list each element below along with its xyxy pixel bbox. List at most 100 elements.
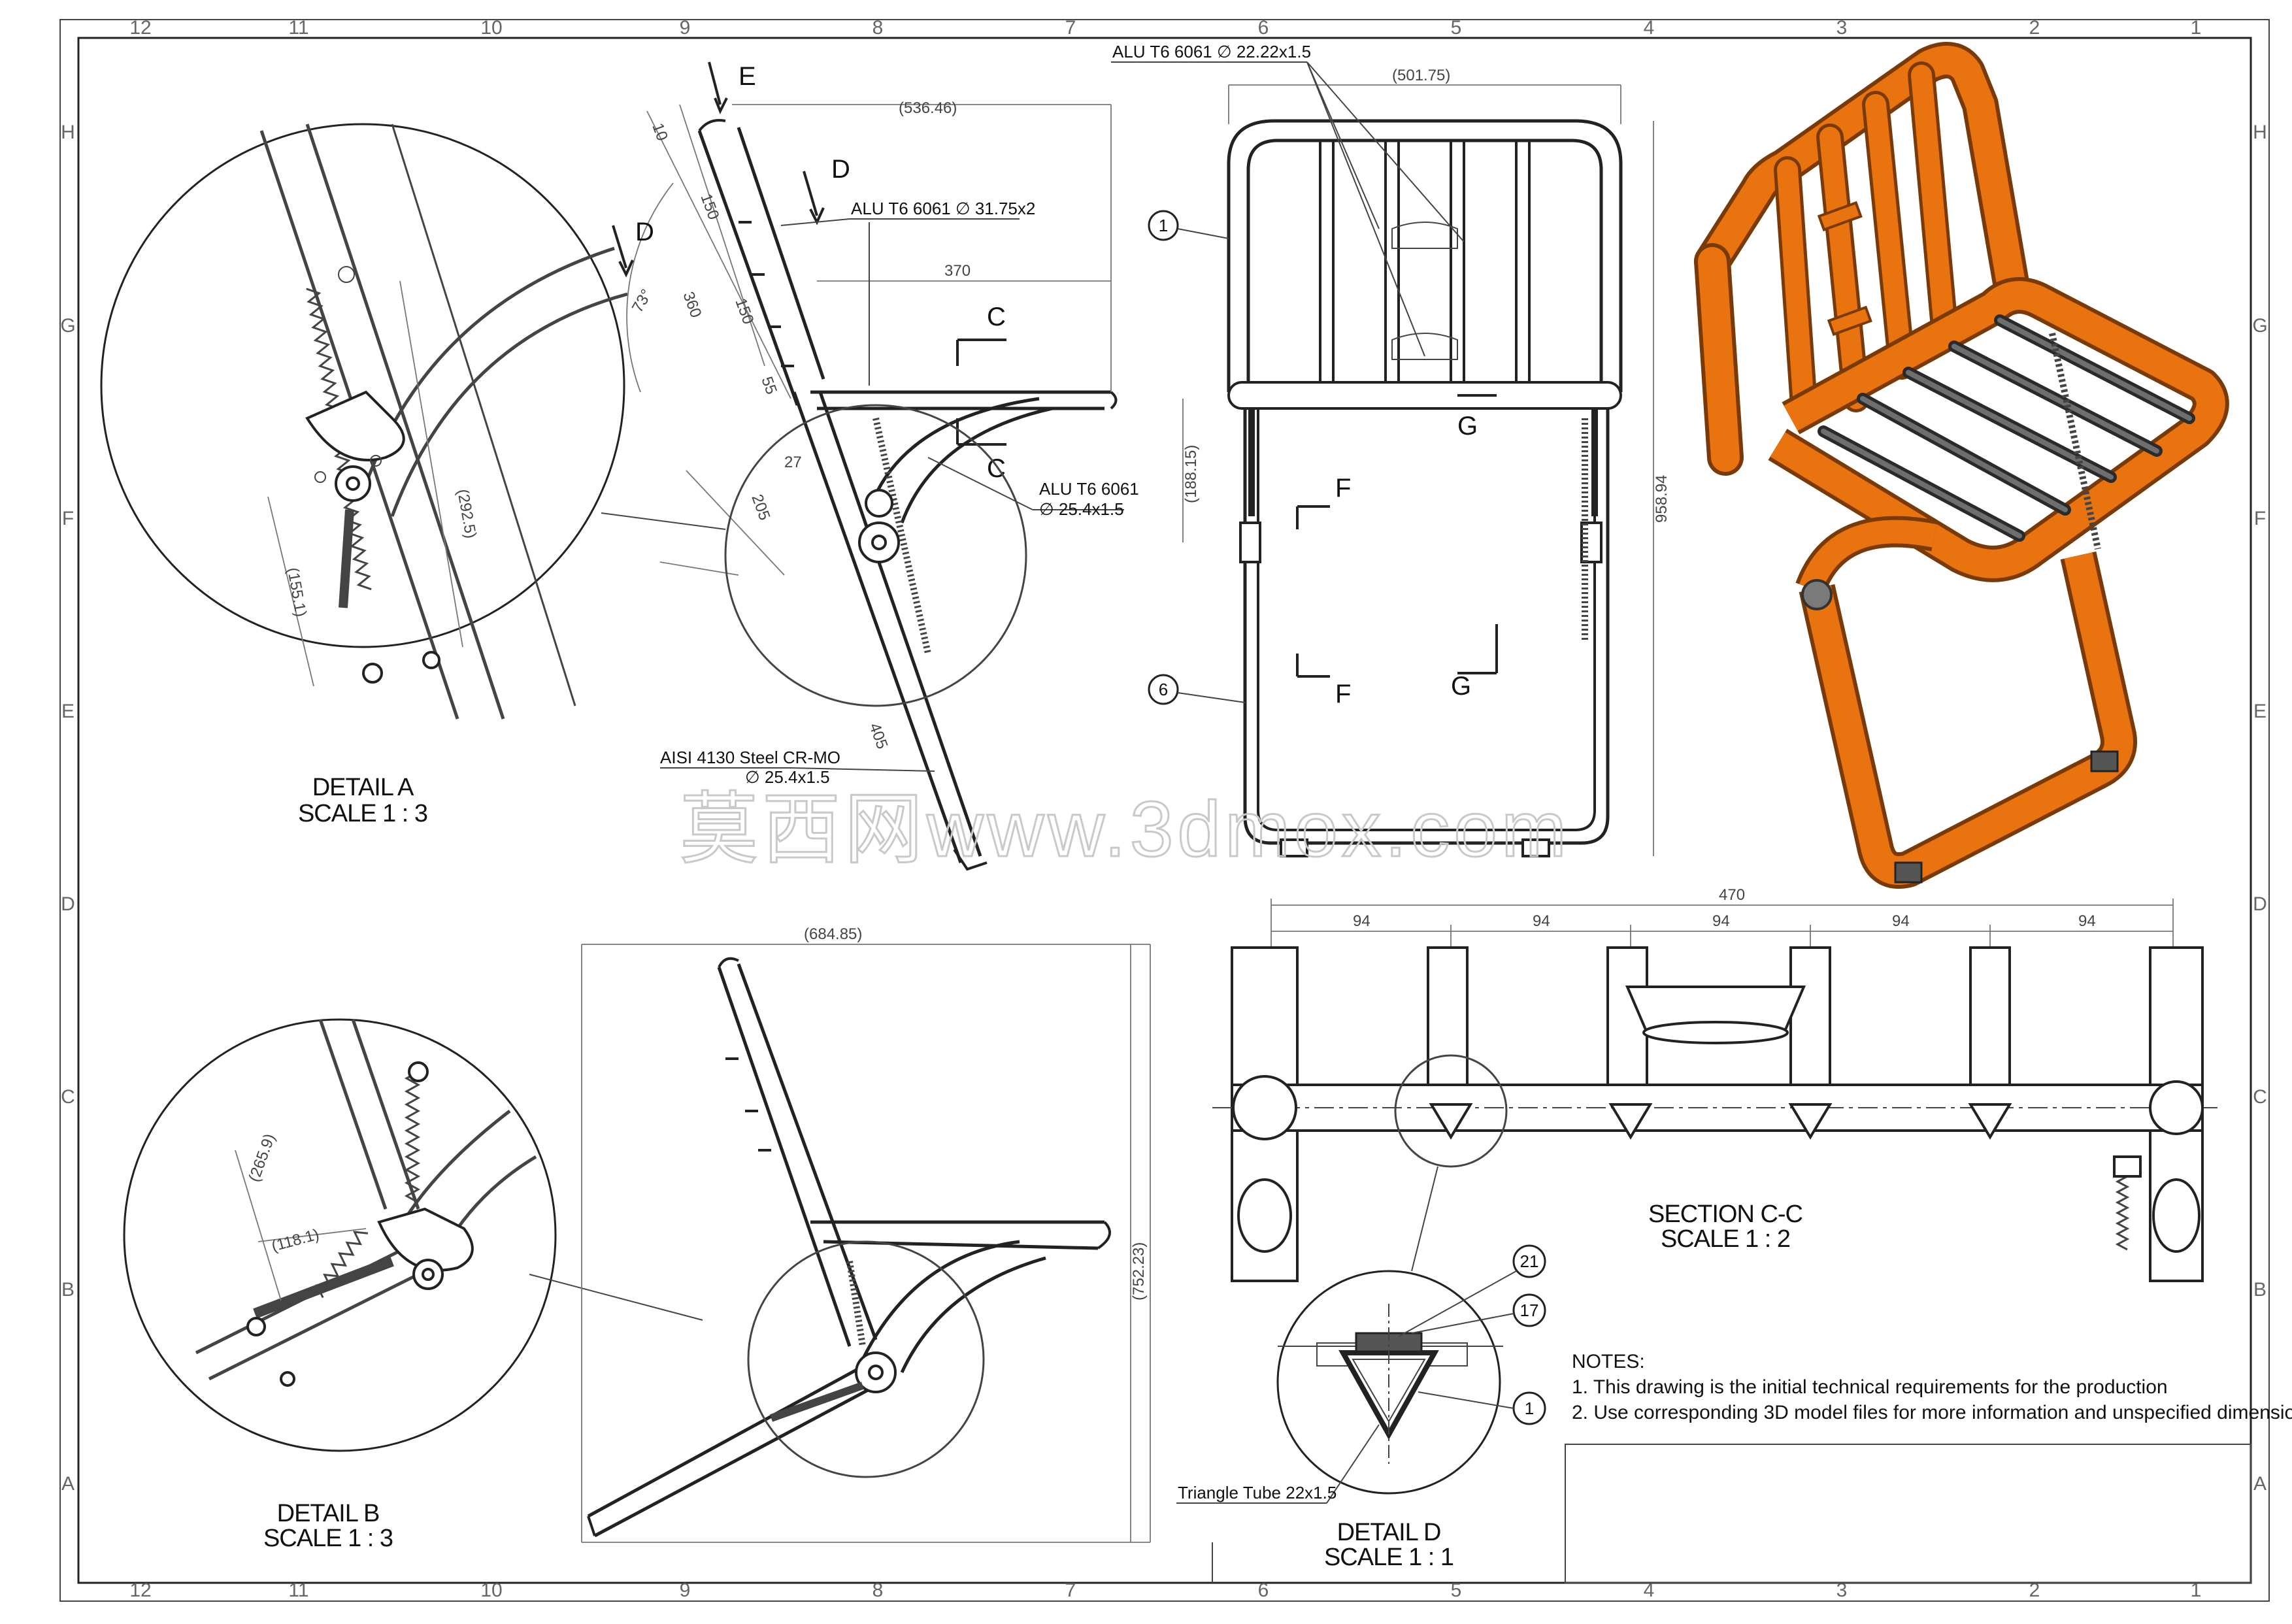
dim-370: 370 [944, 262, 971, 280]
dim-94: 94 [1353, 912, 1370, 930]
zone-col: 12 [129, 17, 151, 39]
zone-row: G [2252, 315, 2267, 337]
zone-col: 5 [1451, 17, 1462, 39]
zone-col: 4 [1644, 17, 1655, 39]
side-view: (536.46) 370 10 150 360 150 55 73° 27 20… [612, 61, 1200, 871]
cut-d2: D [635, 218, 654, 246]
zone-row: H [2253, 122, 2267, 143]
dim-94: 94 [1533, 912, 1550, 930]
cut-f2: F [1335, 680, 1351, 708]
zone-row: F [2254, 508, 2266, 529]
dim-684: (684.85) [804, 925, 862, 943]
dim-470: 470 [1719, 886, 1745, 904]
dim-118: (118.1) [270, 1225, 322, 1255]
zone-col: 6 [1258, 1580, 1269, 1601]
cut-g1: G [1457, 412, 1478, 440]
zone-row: G [60, 315, 75, 337]
notes-line-1: 1. This drawing is the initial technical… [1572, 1376, 2168, 1398]
dim-405: 405 [865, 721, 891, 752]
dim-958: 958.94 [1653, 475, 1670, 523]
zone-row: F [62, 508, 74, 529]
dim-501: (501.75) [1392, 67, 1450, 84]
dim-536: (536.46) [899, 99, 957, 117]
dim-55: 55 [757, 374, 780, 397]
zone-col: 8 [872, 1580, 884, 1601]
dim-155: (155.1) [284, 566, 310, 618]
zone-row: H [61, 122, 75, 143]
detail-b: (265.9) (118.1) [123, 1018, 557, 1452]
zone-row: D [61, 893, 75, 915]
zone-row: D [2253, 893, 2267, 915]
zone-row: C [2253, 1086, 2267, 1108]
front-view: (501.75) 958.94 ALU T6 6061 ∅ 22.22x1.5 … [1111, 42, 1670, 857]
detail-a-heading: DETAIL A [312, 774, 414, 801]
folded-view: (684.85) (752.23) [581, 925, 1151, 1543]
zone-col: 3 [1836, 17, 1848, 39]
dim-10: 10 [648, 121, 671, 143]
dim-205: 205 [748, 492, 773, 523]
dim-94: 94 [1892, 912, 1910, 930]
detail-d: 21 17 1 Triangle Tube 22x1.5 [1176, 1244, 1546, 1504]
balloon-17: 17 [1520, 1301, 1539, 1320]
mat-arch-2: ∅ 25.4x1.5 [1039, 499, 1124, 519]
isometric-chair [1694, 42, 2229, 889]
zone-col: 10 [480, 17, 502, 39]
detail-b-leader [529, 1274, 703, 1321]
zone-col: 9 [680, 1580, 691, 1601]
dim-150b: 150 [731, 296, 757, 327]
watermark: 莫西网www.3dmox.com [680, 786, 1570, 873]
mat-top: ALU T6 6061 ∅ 22.22x1.5 [1112, 42, 1311, 61]
zone-row: C [61, 1086, 75, 1108]
detail-d-title: DETAIL D SCALE 1 : 1 [1324, 1519, 1454, 1571]
cut-c1: C [987, 303, 1006, 331]
mat-leg-1: AISI 4130 Steel CR-MO [660, 748, 840, 767]
detail-a-leader [601, 512, 726, 530]
dim-292: (292.5) [454, 488, 480, 540]
zone-columns-bottom: 12 11 10 9 8 7 6 5 4 3 2 1 [129, 1580, 2201, 1601]
zone-row: A [2253, 1473, 2267, 1495]
zone-col: 11 [288, 1580, 308, 1601]
section-cc-title: SECTION C-C SCALE 1 : 2 [1648, 1201, 1803, 1253]
detail-b-heading: DETAIL B [277, 1500, 380, 1527]
section-cc: 470 94 94 94 94 94 [1212, 886, 2219, 1282]
zone-row: A [61, 1473, 75, 1495]
zone-col: 1 [2191, 17, 2202, 39]
section-cc-heading: SECTION C-C [1648, 1201, 1802, 1228]
mat-leg-2: ∅ 25.4x1.5 [745, 767, 830, 787]
zone-row: E [61, 701, 75, 722]
mat-triangle: Triangle Tube 22x1.5 [1178, 1483, 1337, 1502]
zone-col: 10 [480, 1580, 502, 1601]
zone-col: 8 [872, 17, 884, 39]
zone-col: 6 [1258, 17, 1269, 39]
zone-col: 11 [288, 17, 308, 39]
cut-d1: D [831, 155, 850, 184]
section-cc-scale: SCALE 1 : 2 [1661, 1225, 1790, 1253]
balloon-1d: 1 [1525, 1399, 1534, 1418]
zone-rows: H G F E D C B A H G F E D C B A [60, 122, 2267, 1495]
zone-col: 2 [2029, 17, 2040, 39]
mat-arch-1: ALU T6 6061 [1039, 479, 1139, 499]
dim-94: 94 [1712, 912, 1730, 930]
zone-col: 3 [1836, 1580, 1848, 1601]
balloon-6: 6 [1159, 680, 1168, 699]
zone-col: 1 [2191, 1580, 2202, 1601]
zone-col: 5 [1451, 1580, 1462, 1601]
detail-b-scale: SCALE 1 : 3 [263, 1525, 393, 1552]
zone-row: B [61, 1279, 75, 1301]
zone-col: 2 [2029, 1580, 2040, 1601]
zone-col: 9 [680, 17, 691, 39]
title-block [1212, 1444, 2251, 1583]
dim-27: 27 [784, 454, 802, 471]
cut-g2: G [1451, 672, 1471, 701]
detail-b-title: DETAIL B SCALE 1 : 3 [263, 1500, 393, 1552]
cut-e: E [739, 62, 756, 91]
mat-main: ALU T6 6061 ∅ 31.75x2 [851, 199, 1035, 218]
dim-94: 94 [2078, 912, 2096, 930]
dim-752: (752.23) [1130, 1242, 1148, 1301]
detail-a-scale: SCALE 1 : 3 [298, 800, 427, 827]
zone-col: 12 [129, 1580, 151, 1601]
notes-line-2: 2. Use corresponding 3D model files for … [1572, 1402, 2292, 1423]
detail-a: (292.5) (155.1) [100, 123, 628, 720]
